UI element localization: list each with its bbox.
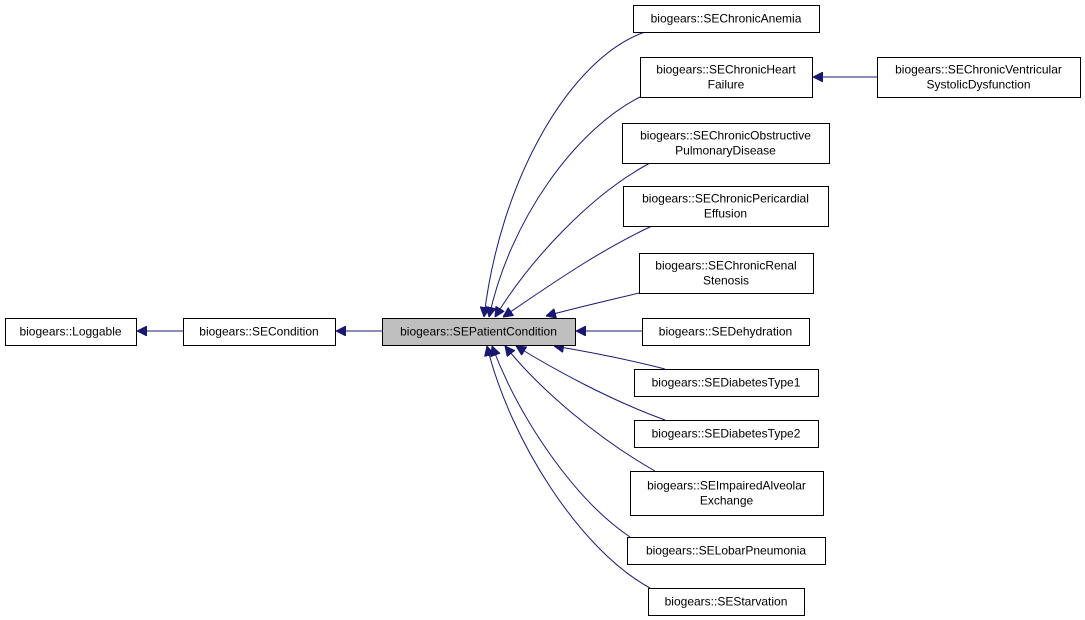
edge-starvation-to-sepatientcondition <box>487 346 651 589</box>
node-label-pericardial-line-2: Effusion <box>704 207 747 221</box>
node-box-chronicanemia <box>633 5 820 33</box>
node-lobarpneumonia[interactable]: biogears::SELobarPneumonia <box>627 537 826 565</box>
edge-copd-to-sepatientcondition <box>495 162 651 317</box>
node-label-copd-line-1: biogears::SEChronicObstructive <box>640 129 811 143</box>
node-box-starvation <box>648 588 805 616</box>
node-label-diabetes2-line-1: biogears::SEDiabetesType2 <box>652 427 801 441</box>
node-box-pericardial <box>623 186 829 227</box>
node-chronicanemia[interactable]: biogears::SEChronicAnemia <box>633 5 820 33</box>
edge-lobarpneumonia-to-sepatientcondition <box>492 346 631 538</box>
node-box-dehydration <box>642 318 810 346</box>
edge-alveolar-to-sepatientcondition <box>505 346 656 472</box>
node-secondition[interactable]: biogears::SECondition <box>183 318 336 346</box>
node-copd[interactable]: biogears::SEChronicObstructivePulmonaryD… <box>622 123 830 164</box>
node-loggable[interactable]: biogears::Loggable <box>5 318 137 346</box>
edge-chronicheartfailure-to-sepatientcondition <box>489 96 641 317</box>
node-starvation[interactable]: biogears::SEStarvation <box>648 588 805 616</box>
node-label-alveolar-line-2: Exchange <box>700 494 754 508</box>
node-label-renalstenosis-line-2: Stenosis <box>703 274 749 288</box>
node-label-alveolar-line-1: biogears::SEImpairedAlveolar <box>647 479 806 493</box>
node-box-secondition <box>183 318 336 346</box>
edge-renalstenosis-to-sepatientcondition <box>546 292 640 316</box>
node-label-secondition-line-1: biogears::SECondition <box>199 325 318 339</box>
node-box-copd <box>622 123 830 164</box>
node-box-chronicventricular <box>877 57 1081 98</box>
node-box-lobarpneumonia <box>627 537 826 565</box>
node-label-copd-line-2: PulmonaryDisease <box>675 144 776 158</box>
edge-diabetes2-to-sepatientcondition <box>516 346 666 421</box>
node-label-sepatientcondition-line-1: biogears::SEPatientCondition <box>400 325 557 339</box>
edge-pericardial-to-sepatientcondition <box>503 225 653 317</box>
node-diabetes1[interactable]: biogears::SEDiabetesType1 <box>634 369 819 397</box>
node-label-starvation-line-1: biogears::SEStarvation <box>665 595 788 609</box>
node-label-dehydration-line-1: biogears::SEDehydration <box>659 325 792 339</box>
node-box-diabetes2 <box>634 420 819 448</box>
node-diabetes2[interactable]: biogears::SEDiabetesType2 <box>634 420 819 448</box>
node-box-alveolar <box>630 471 824 516</box>
node-label-chronicheartfailure-line-2: Failure <box>708 78 745 92</box>
node-chronicventricular[interactable]: biogears::SEChronicVentricularSystolicDy… <box>877 57 1081 98</box>
node-box-diabetes1 <box>634 369 819 397</box>
edge-chronicanemia-to-sepatientcondition <box>484 31 646 317</box>
node-label-chronicheartfailure-line-1: biogears::SEChronicHeart <box>656 63 796 77</box>
node-label-pericardial-line-1: biogears::SEChronicPericardial <box>642 192 809 206</box>
node-label-lobarpneumonia-line-1: biogears::SELobarPneumonia <box>646 544 806 558</box>
node-label-loggable-line-1: biogears::Loggable <box>19 325 121 339</box>
node-box-sepatientcondition <box>382 318 576 346</box>
node-label-chronicventricular-line-2: SystolicDysfunction <box>926 78 1030 92</box>
node-sepatientcondition[interactable]: biogears::SEPatientCondition <box>382 318 576 346</box>
node-label-diabetes1-line-1: biogears::SEDiabetesType1 <box>652 376 801 390</box>
node-label-renalstenosis-line-1: biogears::SEChronicRenal <box>655 259 796 273</box>
node-dehydration[interactable]: biogears::SEDehydration <box>642 318 810 346</box>
edges-layer <box>137 31 877 589</box>
node-label-chronicventricular-line-1: biogears::SEChronicVentricular <box>895 63 1062 77</box>
node-box-loggable <box>5 318 137 346</box>
edge-diabetes1-to-sepatientcondition <box>554 346 666 370</box>
node-box-renalstenosis <box>639 253 814 294</box>
node-label-chronicanemia-line-1: biogears::SEChronicAnemia <box>651 12 802 26</box>
node-box-chronicheartfailure <box>640 57 813 98</box>
